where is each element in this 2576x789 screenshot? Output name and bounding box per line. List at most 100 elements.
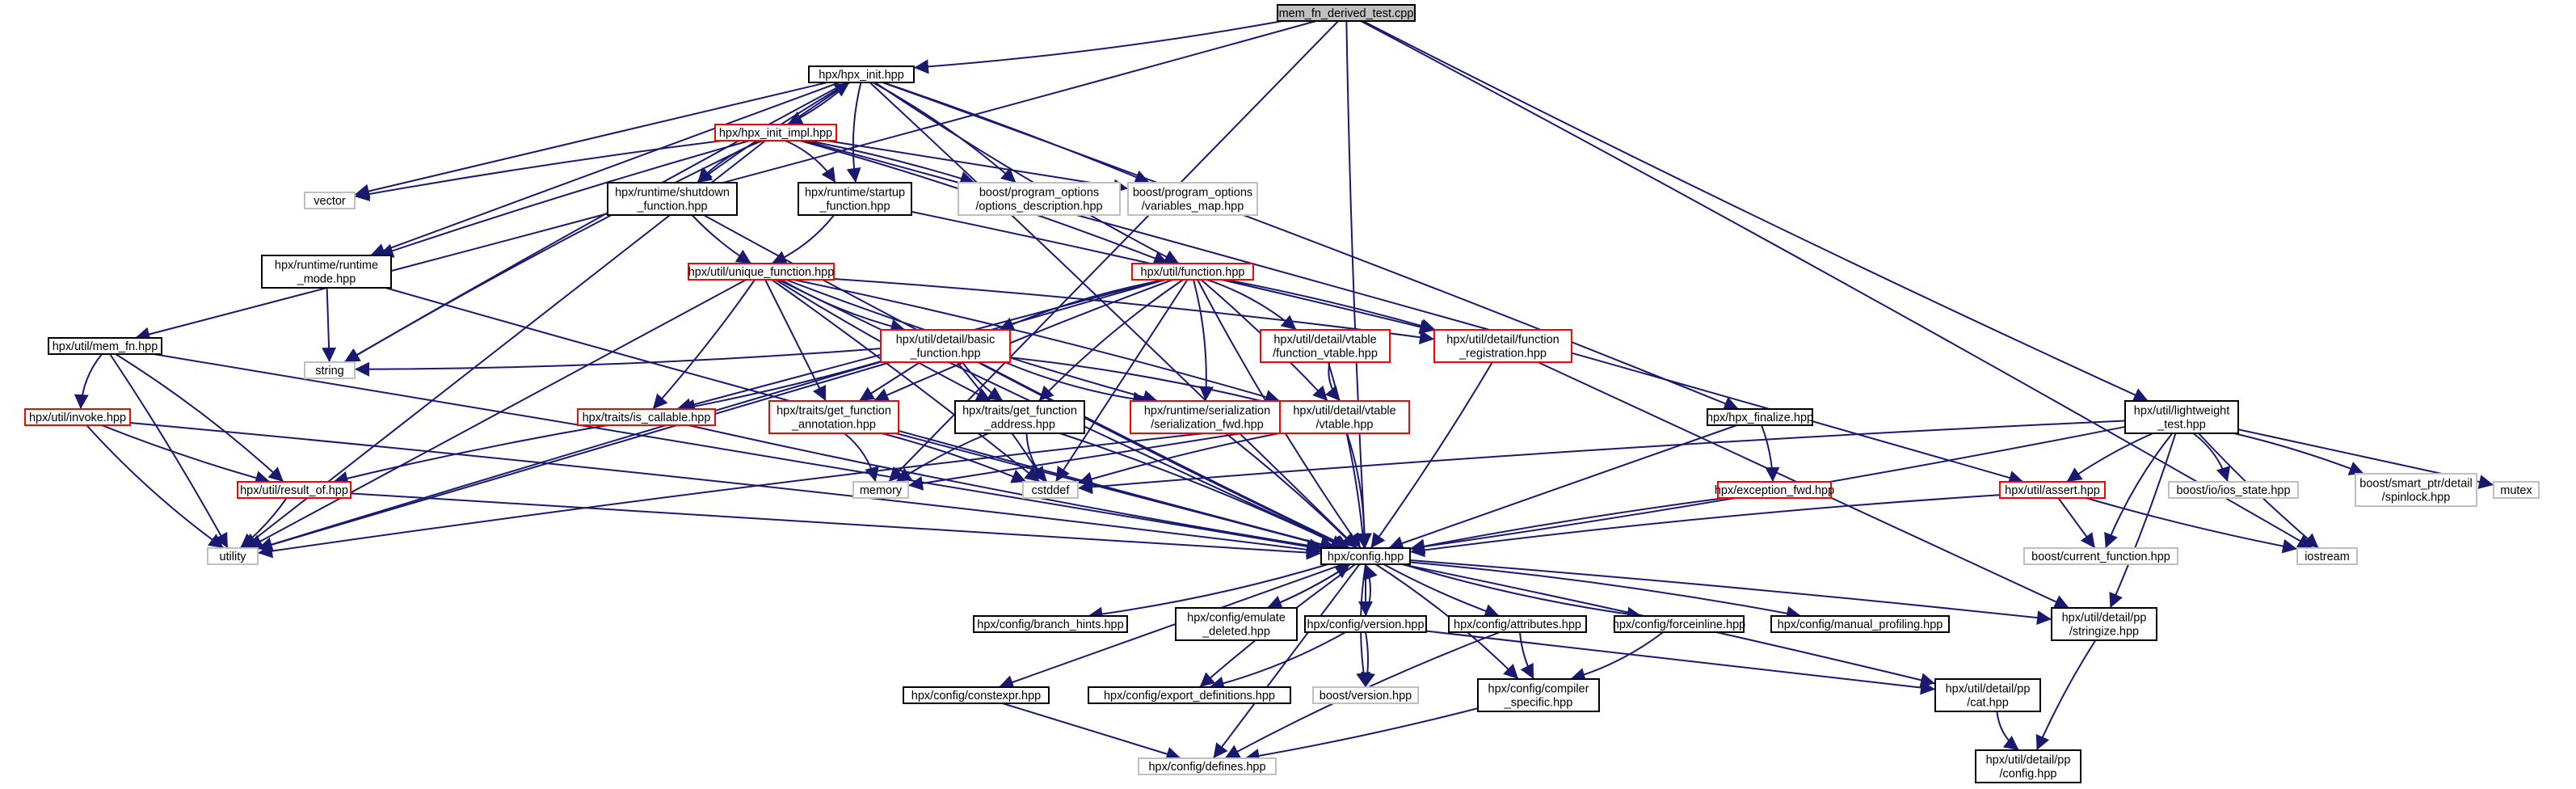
edge-basic_function-to-is_callable — [680, 361, 882, 414]
node-compiler_specific[interactable]: hpx/config/compiler_specific.hpp — [1477, 678, 1600, 712]
node-box-current_function — [2023, 547, 2178, 565]
edge-unique_function-to-function_registration — [833, 278, 1435, 345]
node-box-basic_function — [880, 329, 1011, 363]
node-get_function_annotation[interactable]: hpx/traits/get_function_annotation.hpp — [768, 400, 899, 434]
node-function_registration[interactable]: hpx/util/detail/function_registration.hp… — [1433, 329, 1572, 363]
node-assert[interactable]: hpx/util/assert.hpp — [1999, 481, 2106, 499]
node-export_definitions[interactable]: hpx/config/export_definitions.hpp — [1088, 686, 1291, 704]
edge-mem_fn-to-config — [153, 353, 1322, 554]
edge-unique_function-to-get_function_annotation — [764, 279, 827, 402]
edge-function-to-get_function_annotation — [873, 279, 1173, 402]
node-pp_config[interactable]: hpx/util/detail/pp/config.hpp — [1975, 749, 2081, 783]
edge-vtable-to-memory — [907, 426, 1281, 491]
node-label-config: hpx/config.hpp — [1328, 551, 1404, 563]
node-mutex[interactable]: mutex — [2493, 481, 2540, 499]
edge-is_callable-to-config — [688, 424, 1324, 553]
edge-config-to-forceinline — [1402, 563, 1642, 622]
edge-root-to-iostream — [1360, 20, 2313, 549]
node-label-options_description: /options_description.hpp — [975, 200, 1102, 213]
edge-function_vtable-to-config — [1327, 361, 1370, 549]
node-label-hpx_finalize: hpx/hpx_finalize.hpp — [1707, 411, 1813, 424]
node-get_function_address[interactable]: hpx/traits/get_function_address.hpp — [954, 400, 1085, 434]
edge-attributes-to-compiler_specific — [1518, 631, 1534, 680]
node-label-serialization_fwd: hpx/runtime/serialization — [1144, 405, 1270, 418]
node-root[interactable]: mem_fn_derived_test.cpp — [1277, 4, 1416, 22]
node-shutdown_function[interactable]: hpx/runtime/shutdown_function.hpp — [607, 182, 738, 216]
edge-unique_function-to-basic_function — [781, 279, 906, 334]
node-box-exception_fwd — [1717, 481, 1832, 499]
node-config_version[interactable]: hpx/config/version.hpp — [1304, 615, 1427, 633]
edge-invoke-to-config — [129, 422, 1322, 557]
node-box-emulate_deleted — [1175, 607, 1298, 641]
node-hpx_init_impl[interactable]: hpx/hpx_init_impl.hpp — [714, 124, 837, 141]
edge-unique_function-to-cstddef — [771, 279, 1041, 483]
node-label-utility: utility — [219, 551, 246, 563]
node-box-attributes — [1448, 615, 1587, 633]
node-variables_map[interactable]: boost/program_options/variables_map.hpp — [1127, 182, 1258, 216]
node-is_callable[interactable]: hpx/traits/is_callable.hpp — [577, 408, 716, 426]
node-hpx_init[interactable]: hpx/hpx_init.hpp — [808, 65, 915, 83]
node-branch_hints[interactable]: hpx/config/branch_hints.hpp — [973, 615, 1128, 633]
node-manual_profiling[interactable]: hpx/config/manual_profiling.hpp — [1770, 615, 1950, 633]
node-config[interactable]: hpx/config.hpp — [1320, 547, 1411, 565]
node-label-unique_function: hpx/util/unique_function.hpp — [688, 266, 835, 279]
node-boost_version[interactable]: boost/version.hpp — [1312, 686, 1419, 704]
node-invoke[interactable]: hpx/util/invoke.hpp — [24, 408, 131, 426]
node-attributes[interactable]: hpx/config/attributes.hpp — [1448, 615, 1587, 633]
node-mem_fn[interactable]: hpx/util/mem_fn.hpp — [48, 337, 162, 355]
node-pp_cat[interactable]: hpx/util/detail/pp/cat.hpp — [1934, 678, 2041, 712]
edge-invoke-to-result_of — [101, 424, 271, 485]
node-vtable[interactable]: hpx/util/detail/vtable/vtable.hpp — [1279, 400, 1410, 434]
node-label-current_function: boost/current_function.hpp — [2031, 551, 2170, 563]
edge-lightweight_test-to-cstddef — [1077, 420, 2126, 495]
node-stringize[interactable]: hpx/util/detail/pp/stringize.hpp — [2051, 607, 2157, 641]
node-label-shutdown_function: hpx/runtime/shutdown — [615, 187, 730, 200]
node-basic_function[interactable]: hpx/util/detail/basic_function.hpp — [880, 329, 1011, 363]
node-box-serialization_fwd — [1130, 400, 1285, 434]
node-label-vector: vector — [314, 195, 346, 208]
node-emulate_deleted[interactable]: hpx/config/emulate_deleted.hpp — [1175, 607, 1298, 641]
node-box-root — [1277, 4, 1416, 22]
node-unique_function[interactable]: hpx/util/unique_function.hpp — [688, 263, 835, 281]
node-label-pp_config: /config.hpp — [2000, 768, 2057, 781]
node-label-runtime_mode: _mode.hpp — [297, 273, 356, 286]
node-forceinline[interactable]: hpx/config/forceinline.hpp — [1613, 615, 1745, 633]
node-exception_fwd[interactable]: hpx/exception_fwd.hpp — [1715, 481, 1834, 499]
node-ios_state[interactable]: boost/io/ios_state.hpp — [2168, 481, 2299, 499]
node-result_of[interactable]: hpx/util/result_of.hpp — [237, 481, 351, 499]
node-function_vtable[interactable]: hpx/util/detail/vtable/function_vtable.h… — [1260, 329, 1391, 363]
edge-hpx_init_impl-to-startup_function — [785, 140, 836, 184]
node-label-get_function_address: _address.hpp — [983, 419, 1055, 432]
edge-assert-to-current_function — [2057, 497, 2096, 549]
node-runtime_mode[interactable]: hpx/runtime/runtime_mode.hpp — [261, 255, 392, 289]
node-iostream[interactable]: iostream — [2296, 547, 2358, 565]
node-box-config_version — [1304, 615, 1427, 633]
node-box-export_definitions — [1088, 686, 1291, 704]
node-serialization_fwd[interactable]: hpx/runtime/serialization/serialization_… — [1130, 400, 1285, 434]
node-hpx_finalize[interactable]: hpx/hpx_finalize.hpp — [1707, 408, 1813, 426]
node-label-lightweight_test: _test.hpp — [2157, 419, 2206, 432]
node-box-assert — [1999, 481, 2106, 499]
edge-config_version-to-config — [1363, 563, 1378, 617]
node-function[interactable]: hpx/util/function.hpp — [1131, 263, 1254, 281]
node-startup_function[interactable]: hpx/runtime/startup_function.hpp — [798, 182, 912, 216]
node-lightweight_test[interactable]: hpx/util/lightweight_test.hpp — [2124, 400, 2239, 434]
edge-hpx_init-to-startup_function — [846, 82, 862, 184]
node-box-invoke — [24, 408, 131, 426]
node-current_function[interactable]: boost/current_function.hpp — [2023, 547, 2178, 565]
edge-result_of-to-utility — [239, 497, 288, 549]
edge-hpx_init_impl-to-vector — [354, 140, 723, 201]
edge-stringize-to-pp_config — [2035, 639, 2097, 751]
node-constexpr[interactable]: hpx/config/constexpr.hpp — [903, 686, 1050, 704]
edge-hpx_finalize-to-exception_fwd — [1761, 424, 1780, 483]
node-utility[interactable]: utility — [207, 547, 259, 565]
node-defines[interactable]: hpx/config/defines.hpp — [1138, 757, 1277, 775]
node-string[interactable]: string — [304, 361, 356, 379]
node-box-branch_hints — [973, 615, 1128, 633]
node-memory[interactable]: memory — [852, 481, 909, 499]
node-options_description[interactable]: boost/program_options/options_descriptio… — [958, 182, 1121, 216]
node-vector[interactable]: vector — [304, 192, 356, 209]
node-box-function_registration — [1433, 329, 1572, 363]
node-cstddef[interactable]: cstddef — [1022, 481, 1079, 499]
node-spinlock[interactable]: boost/smart_ptr/detail/spinlock.hpp — [2355, 473, 2477, 507]
